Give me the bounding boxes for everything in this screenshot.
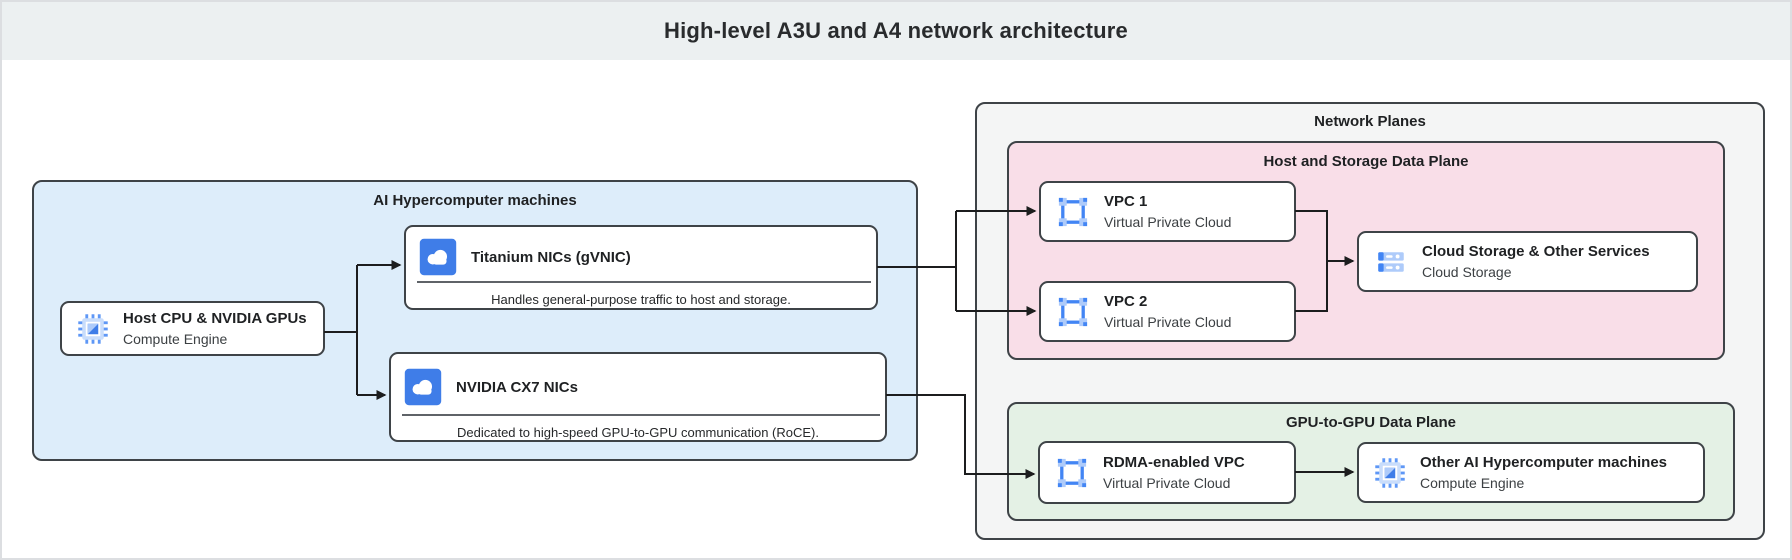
compute-engine-icon [1373, 456, 1407, 490]
group-label: GPU-to-GPU Data Plane [1285, 414, 1457, 431]
node-title: NVIDIA CX7 NICs [456, 378, 578, 396]
node-cloud-storage: Cloud Storage & Other Services Cloud Sto… [1357, 231, 1698, 292]
node-title: Host CPU & NVIDIA GPUs [123, 309, 307, 327]
node-subtitle: Compute Engine [123, 330, 228, 347]
node-vpc-2: VPC 2 Virtual Private Cloud [1039, 281, 1296, 342]
group-label: AI Hypercomputer machines [373, 192, 577, 209]
node-title: VPC 2 [1104, 292, 1148, 310]
cloud-storage-icon [1373, 244, 1409, 280]
node-title: Cloud Storage & Other Services [1422, 242, 1650, 260]
vpc-icon [1054, 455, 1090, 491]
group-label: Host and Storage Data Plane [1263, 153, 1469, 170]
node-subtitle: Virtual Private Cloud [1103, 474, 1231, 491]
node-host-cpu-nvidia-gpus: Host CPU & NVIDIA GPUs Compute Engine [60, 301, 325, 356]
header-bar: High-level A3U and A4 network architectu… [2, 2, 1790, 60]
node-other-ai-hypercomputer-machines: Other AI Hypercomputer machines Compute … [1357, 442, 1705, 503]
node-title: Other AI Hypercomputer machines [1420, 453, 1668, 471]
node-title: VPC 1 [1104, 192, 1148, 210]
node-subtitle: Compute Engine [1420, 474, 1525, 491]
vpc-icon [1055, 294, 1091, 330]
vpc-icon [1055, 194, 1091, 230]
node-subtitle: Virtual Private Cloud [1104, 313, 1232, 330]
node-title: Titanium NICs (gVNIC) [471, 248, 631, 266]
node-nvidia-cx7-nics: NVIDIA CX7 NICs Dedicated to high-speed … [389, 352, 887, 442]
divider [417, 281, 871, 283]
node-title: RDMA-enabled VPC [1103, 453, 1245, 471]
node-subtitle: Cloud Storage [1422, 263, 1512, 280]
node-vpc-1: VPC 1 Virtual Private Cloud [1039, 181, 1296, 242]
page-title: High-level A3U and A4 network architectu… [664, 18, 1128, 43]
node-subtitle: Virtual Private Cloud [1104, 213, 1232, 230]
compute-engine-icon [76, 312, 110, 346]
node-description: Dedicated to high-speed GPU-to-GPU commu… [457, 425, 819, 440]
cloud-icon [419, 238, 457, 276]
cloud-icon [404, 368, 442, 406]
node-titanium-nics: Titanium NICs (gVNIC) Handles general-pu… [404, 225, 878, 310]
node-rdma-enabled-vpc: RDMA-enabled VPC Virtual Private Cloud [1038, 441, 1296, 504]
group-label: Network Planes [1314, 113, 1426, 130]
node-description: Handles general-purpose traffic to host … [491, 292, 791, 307]
divider [402, 414, 880, 416]
